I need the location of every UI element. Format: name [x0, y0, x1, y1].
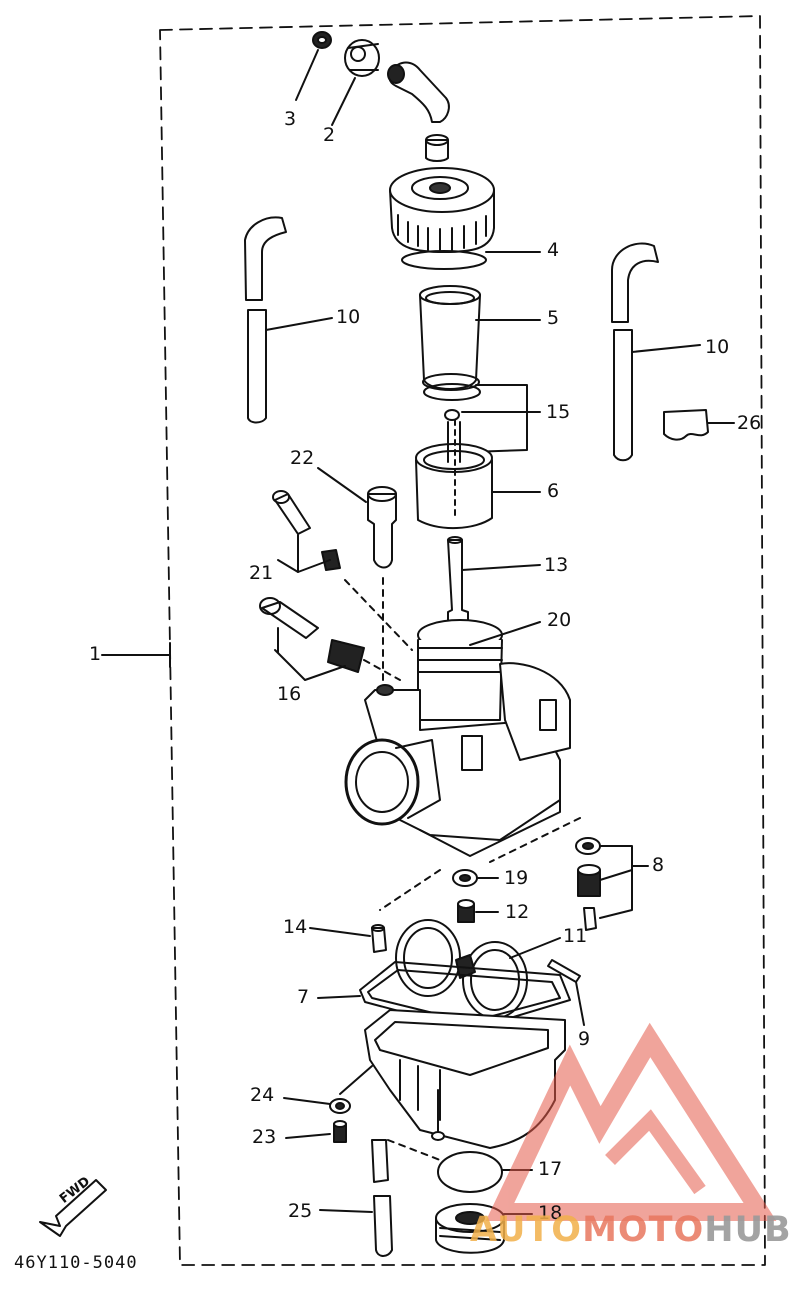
part-screw-21	[272, 490, 413, 651]
part-washer-24	[283, 1097, 351, 1114]
callout-15: 15	[546, 401, 571, 423]
callout-2: 2	[323, 124, 336, 146]
part-tube-25	[319, 1139, 441, 1257]
callout-4: 4	[547, 239, 560, 261]
part-nut-3	[295, 31, 332, 101]
part-clip-26	[663, 409, 735, 441]
watermark-part-1: AUTO	[470, 1210, 583, 1250]
watermark-part-2: MOTO	[582, 1210, 705, 1250]
callout-8: 8	[652, 854, 665, 876]
callout-18: 18	[538, 1202, 563, 1224]
part-screw-14	[309, 924, 387, 953]
part-screw-23	[285, 1120, 347, 1143]
callout-6: 6	[547, 480, 560, 502]
callout-26: 26	[737, 412, 762, 434]
assembly-border	[159, 15, 766, 1266]
callout-12: 12	[505, 901, 530, 923]
callout-21: 21	[249, 562, 274, 584]
callout-22: 22	[290, 447, 315, 469]
callout-25: 25	[288, 1200, 313, 1222]
part-carburetor-body	[344, 619, 571, 857]
part-float-11	[395, 919, 561, 1019]
callout-10-left: 10	[336, 306, 361, 328]
callout-14: 14	[283, 916, 308, 938]
fwd-arrow-icon	[39, 1179, 107, 1237]
callout-24: 24	[250, 1084, 275, 1106]
part-float-bowl	[339, 1009, 566, 1149]
part-screw-16	[259, 597, 401, 681]
part-jet-12	[457, 899, 499, 923]
part-gasket-7	[317, 961, 571, 1031]
watermark-logo-icon	[485, 1022, 777, 1221]
callout-1: 1	[89, 643, 102, 665]
callout-11: 11	[563, 925, 588, 947]
callout-3: 3	[284, 108, 297, 130]
watermark-text: AUTOMOTOHUB	[470, 1210, 792, 1250]
callout-23: 23	[252, 1126, 277, 1148]
part-sleeve-5	[419, 285, 541, 401]
diagram-code: 46Y110-5040	[14, 1253, 138, 1273]
part-set-8	[489, 817, 649, 931]
callout-17: 17	[538, 1158, 563, 1180]
callout-10-right: 10	[705, 336, 730, 358]
part-plug-18	[435, 1203, 533, 1254]
part-fitting-22	[317, 467, 397, 691]
callout-19: 19	[504, 867, 529, 889]
callout-20: 20	[547, 609, 572, 631]
part-elbow-fitting	[387, 61, 450, 162]
callout-16: 16	[277, 683, 302, 705]
watermark-part-3: HUB	[704, 1210, 792, 1250]
part-cap	[389, 167, 541, 270]
callout-9: 9	[578, 1028, 591, 1050]
part-washer-19	[452, 869, 499, 887]
part-clip-15	[444, 384, 541, 453]
callout-5: 5	[547, 307, 560, 329]
part-slide-6	[415, 419, 541, 530]
part-hose-10-right	[611, 242, 701, 462]
part-washer-2	[331, 39, 380, 126]
part-hose-10-left	[244, 216, 333, 424]
callout-7: 7	[297, 986, 310, 1008]
part-pin-9	[547, 959, 585, 1026]
callout-13: 13	[544, 554, 569, 576]
